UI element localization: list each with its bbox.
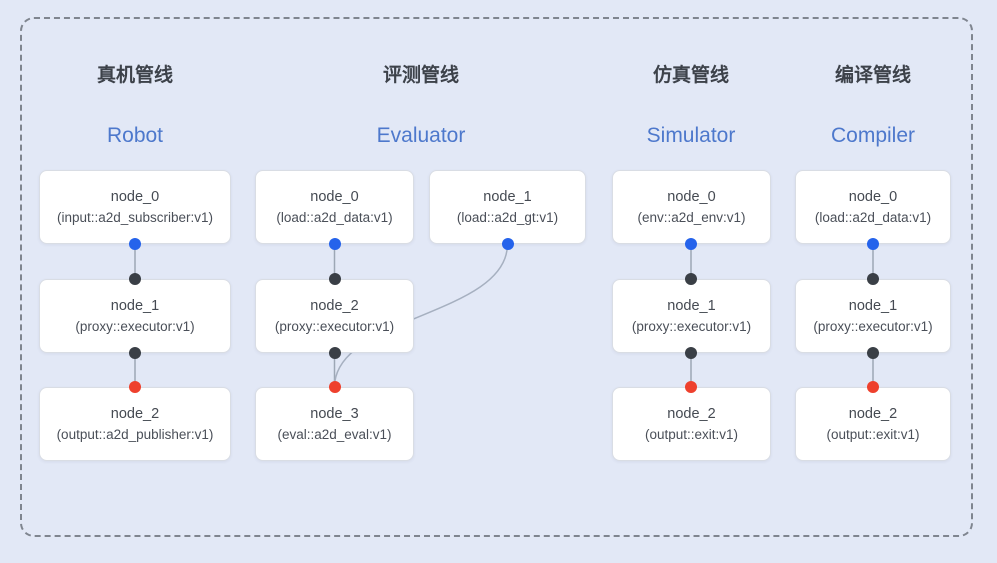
pipeline-title-simulator-zh: 仿真管线 xyxy=(652,65,729,86)
node-name: node_2 xyxy=(667,405,716,422)
pipeline-subtitle-simulator: Simulator xyxy=(646,124,736,147)
port-target-dot xyxy=(867,381,879,393)
port-target-dot xyxy=(129,381,141,393)
node-box-evaluator-node2: node_2 (proxy::executor:v1) xyxy=(255,279,414,353)
port-out-dot xyxy=(328,347,341,359)
node-type: (proxy::executor:v1) xyxy=(75,318,195,334)
port-source-dot xyxy=(129,238,141,250)
node-name: node_0 xyxy=(667,188,716,205)
node-name: node_1 xyxy=(483,188,532,205)
node-box-evaluator-node0: node_0 (load::a2d_data:v1) xyxy=(255,170,414,244)
node-box-robot-node0: node_0 (input::a2d_subscriber:v1) xyxy=(39,170,231,244)
port-source-dot xyxy=(867,238,879,250)
node-type: (proxy::executor:v1) xyxy=(813,318,933,334)
pipeline-subtitle-compiler: Compiler xyxy=(830,124,916,147)
pipeline-title-compiler-zh: 编译管线 xyxy=(834,65,911,86)
node-box-evaluator-node3: node_3 (eval::a2d_eval:v1) xyxy=(255,387,414,461)
node-name: node_0 xyxy=(848,188,898,205)
port-source-dot xyxy=(328,238,341,250)
node-type: (load::a2d_gt:v1) xyxy=(456,209,559,225)
port-in-dot xyxy=(867,273,879,285)
node-type: (input::a2d_subscriber:v1) xyxy=(56,209,214,225)
node-type: (proxy::executor:v1) xyxy=(274,318,395,334)
port-out-dot xyxy=(685,347,697,359)
node-box-compiler-node0: node_0 (load::a2d_data:v1) xyxy=(795,170,951,244)
node-name: node_1 xyxy=(667,297,716,314)
node-name: node_0 xyxy=(110,188,160,205)
node-name: node_3 xyxy=(310,405,359,422)
port-in-dot xyxy=(685,273,697,285)
port-out-dot xyxy=(129,347,141,359)
pipeline-subtitle-evaluator: Evaluator xyxy=(376,124,466,147)
node-name: node_0 xyxy=(310,188,359,205)
node-name: node_1 xyxy=(848,297,898,314)
node-type: (env::a2d_env:v1) xyxy=(637,209,746,225)
node-name: node_2 xyxy=(110,405,160,422)
port-source-dot xyxy=(685,238,697,250)
pipeline-title-robot-zh: 真机管线 xyxy=(96,65,173,86)
node-box-simulator-node2: node_2 (output::exit:v1) xyxy=(612,387,771,461)
node-box-simulator-node0: node_0 (env::a2d_env:v1) xyxy=(612,170,771,244)
node-type: (eval::a2d_eval:v1) xyxy=(277,426,392,442)
node-type: (output::exit:v1) xyxy=(826,426,920,442)
port-source-dot xyxy=(501,238,514,250)
port-out-dot xyxy=(867,347,879,359)
node-type: (load::a2d_data:v1) xyxy=(814,209,932,225)
pipeline-title-evaluator-zh: 评测管线 xyxy=(382,65,459,86)
node-type: (proxy::executor:v1) xyxy=(631,318,752,334)
node-box-robot-node2: node_2 (output::a2d_publisher:v1) xyxy=(39,387,231,461)
node-box-compiler-node1: node_1 (proxy::executor:v1) xyxy=(795,279,951,353)
node-type: (output::exit:v1) xyxy=(644,426,739,442)
port-target-dot xyxy=(328,381,341,393)
node-type: (output::a2d_publisher:v1) xyxy=(56,426,214,442)
node-box-evaluator-node1: node_1 (load::a2d_gt:v1) xyxy=(429,170,586,244)
node-name: node_2 xyxy=(310,297,359,314)
port-in-dot xyxy=(129,273,141,285)
port-target-dot xyxy=(685,381,697,393)
pipeline-subtitle-robot: Robot xyxy=(106,124,164,147)
node-type: (load::a2d_data:v1) xyxy=(276,209,393,225)
node-box-robot-node1: node_1 (proxy::executor:v1) xyxy=(39,279,231,353)
node-name: node_1 xyxy=(110,297,160,314)
node-box-compiler-node2: node_2 (output::exit:v1) xyxy=(795,387,951,461)
node-name: node_2 xyxy=(848,405,898,422)
node-box-simulator-node1: node_1 (proxy::executor:v1) xyxy=(612,279,771,353)
port-in-dot xyxy=(328,273,341,285)
